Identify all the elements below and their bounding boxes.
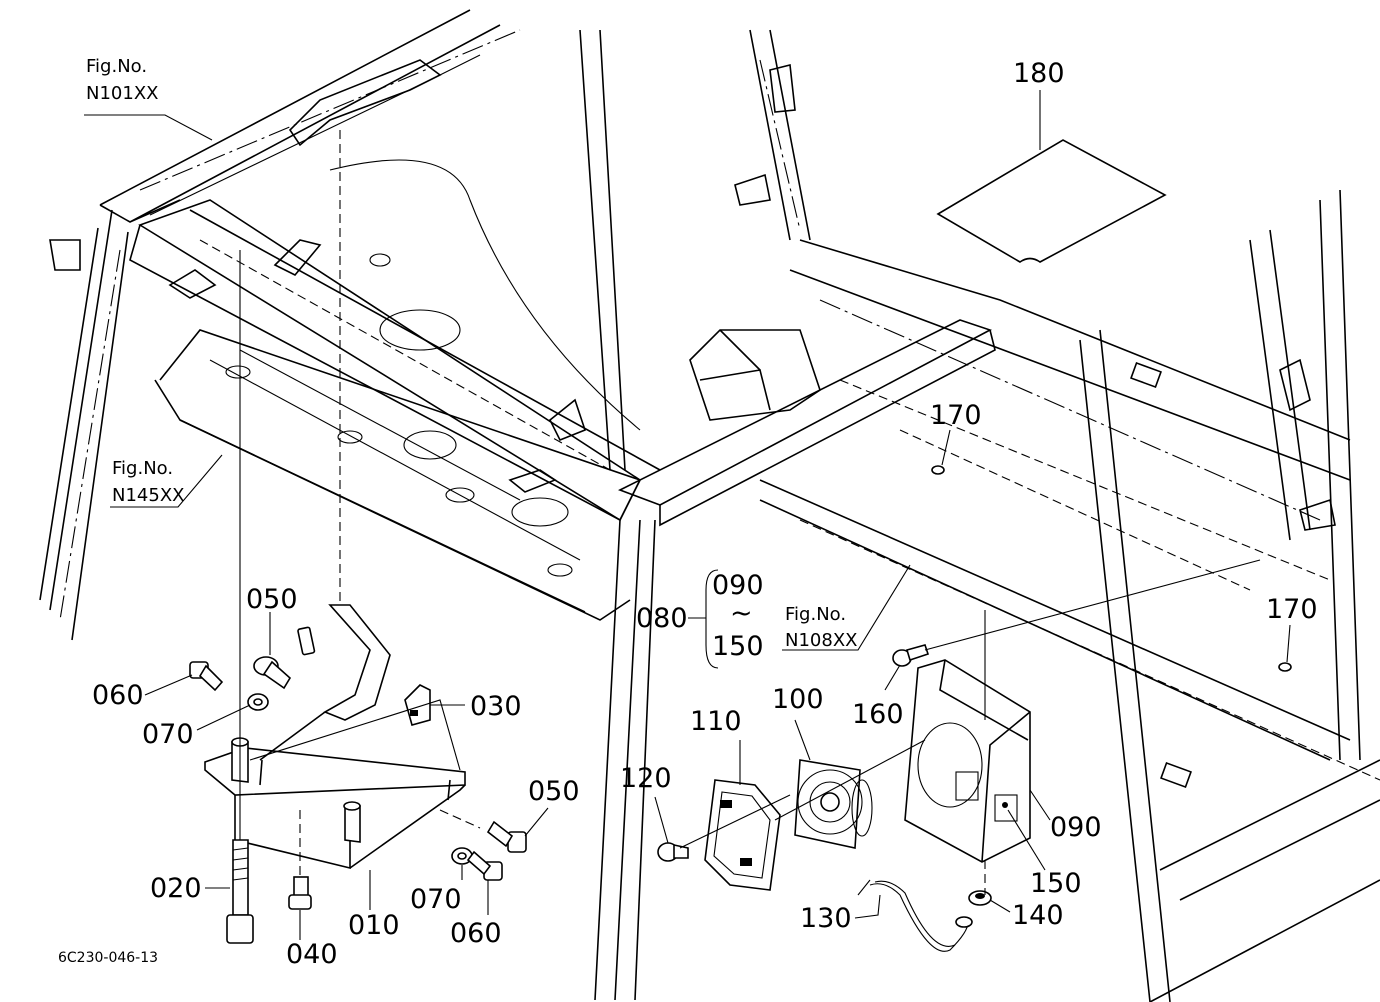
manual-sheet [936,139,1167,263]
label-040: 040 [286,939,338,970]
label-050a: 050 [246,584,298,615]
label-130: 130 [800,903,852,934]
label-030: 030 [470,691,522,722]
label-140: 140 [1012,900,1064,931]
ref-n108-number: N108XX [785,630,857,651]
label-080: 080 [636,603,688,634]
ref-n145-prefix: Fig.No. [112,458,173,479]
label-range-end: 150 [712,631,764,662]
leader-lines [84,90,1291,940]
ref-n101-prefix: Fig.No. [86,56,147,77]
ref-n108-prefix: Fig.No. [785,604,846,625]
label-120: 120 [620,763,672,794]
label-180: 180 [1013,58,1065,89]
ref-n101-number: N101XX [86,83,158,104]
label-range-start: 090 [712,570,764,601]
label-090: 090 [1050,812,1102,843]
label-160: 160 [852,699,904,730]
label-range-tilde: ~ [730,598,753,629]
label-100: 100 [772,684,824,715]
label-170b: 170 [1266,594,1318,625]
bracket-assembly [189,130,527,944]
label-070a: 070 [142,719,194,750]
label-150: 150 [1030,868,1082,899]
label-010: 010 [348,910,400,941]
label-020: 020 [150,873,202,904]
label-110: 110 [690,706,742,737]
label-170a: 170 [930,400,982,431]
label-070b: 070 [410,884,462,915]
label-060a: 060 [92,680,144,711]
speaker-assembly [657,465,1292,952]
cab-frame [39,9,1380,1002]
callout-labels: 180 Fig.No. N101XX Fig.No. N145XX Fig.No… [58,56,1318,970]
drawing-code: 6C230-046-13 [58,950,158,966]
ref-n145-number: N145XX [112,485,184,506]
label-060b: 060 [450,918,502,949]
label-050b: 050 [528,776,580,807]
